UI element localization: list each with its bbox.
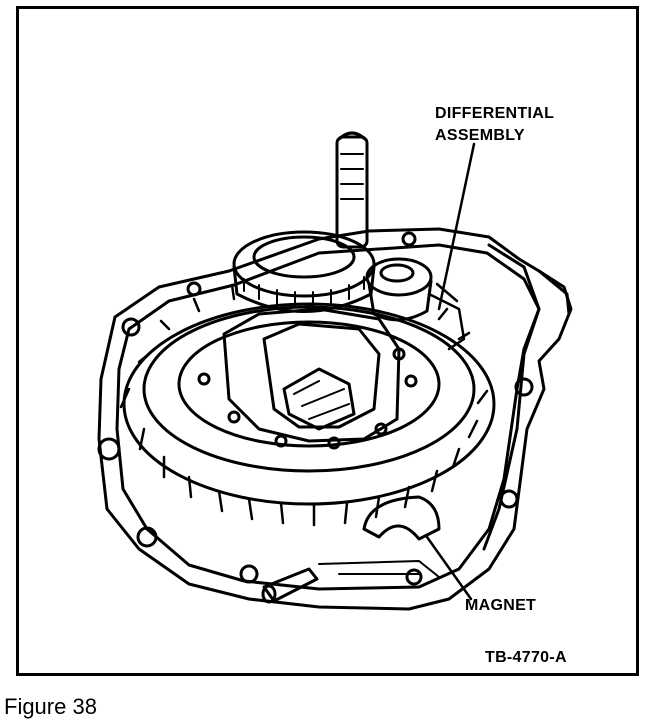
bolt-boss — [401, 231, 417, 247]
bolt-boss — [136, 526, 158, 548]
leader-magnet — [425, 535, 473, 601]
leader-differential — [437, 142, 476, 311]
bearing — [232, 230, 376, 298]
bolt-boss — [186, 281, 202, 297]
case-housing — [97, 227, 573, 611]
ring-gear-inner — [142, 305, 476, 473]
case-flange — [115, 243, 541, 591]
housing-panel — [482, 243, 541, 551]
bolt-boss — [239, 564, 259, 584]
bolt-boss — [499, 489, 519, 509]
figure-code: TB-4770-A — [485, 649, 567, 666]
label-line: DIFFERENTIAL — [435, 105, 555, 122]
magnet-label: MAGNET — [465, 597, 537, 614]
bolt-boss — [405, 568, 423, 586]
figure-caption: Figure 38 — [4, 694, 97, 719]
transaxle-illustration — [97, 131, 573, 611]
label-line: ASSEMBLY — [435, 127, 525, 144]
bolt-boss — [97, 437, 121, 461]
pinion-gear — [365, 257, 433, 297]
side-gear — [282, 367, 356, 431]
magnet — [362, 495, 441, 541]
plug — [262, 567, 319, 603]
differential-assembly-label: DIFFERENTIAL ASSEMBLY — [435, 103, 554, 147]
input-shaft — [335, 135, 369, 249]
ring-gear-face — [177, 320, 441, 448]
bolt-boss — [514, 377, 534, 397]
figure-frame: DIFFERENTIAL ASSEMBLY MAGNET TB-4770-A — [16, 6, 639, 676]
ring-gear-outer — [122, 302, 496, 506]
bolt-boss — [121, 317, 141, 337]
